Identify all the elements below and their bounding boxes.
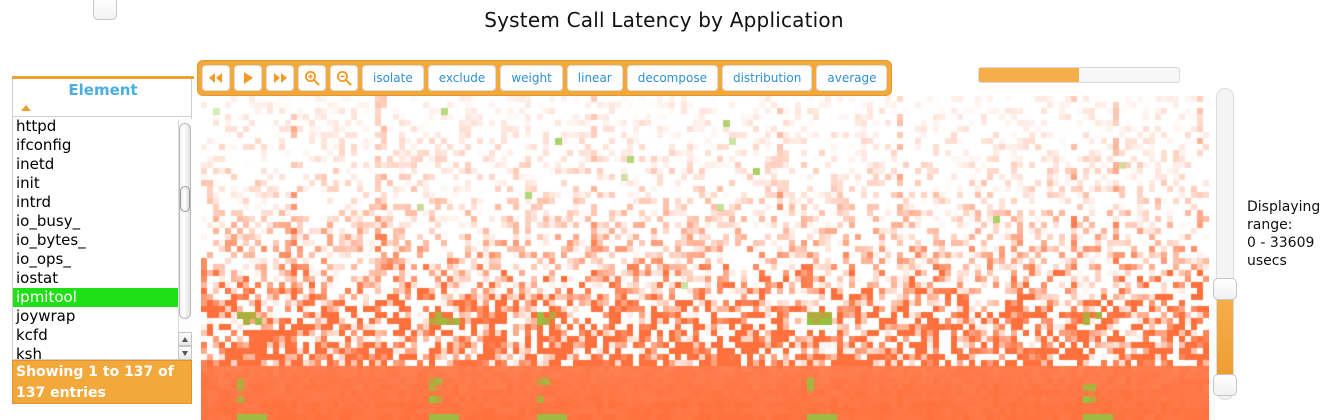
scroll-up-arrow-icon[interactable]: [178, 332, 192, 346]
linear-button[interactable]: linear: [566, 65, 623, 91]
average-button[interactable]: average: [816, 65, 888, 91]
panel-top-accent-line: [12, 76, 194, 79]
element-list-item[interactable]: init: [16, 174, 40, 192]
element-column-header-label: Element: [68, 81, 138, 99]
element-column-header[interactable]: Element: [12, 79, 192, 117]
range-readout-line-4: usecs: [1247, 253, 1287, 269]
time-range-slider-handle[interactable]: [93, 0, 117, 20]
element-list-item[interactable]: iostat: [16, 269, 59, 287]
time-range-slider-fill: [979, 68, 1079, 82]
latency-heatmap[interactable]: [201, 96, 1209, 420]
element-list-scrollbar-grip[interactable]: [180, 186, 190, 212]
element-list-scrollbar-thumb[interactable]: [179, 123, 191, 319]
weight-button[interactable]: weight: [500, 65, 563, 91]
latency-heatmap-canvas[interactable]: [201, 96, 1209, 420]
latency-range-slider-upper-handle[interactable]: [1213, 278, 1237, 300]
element-list-item[interactable]: io_busy_: [16, 212, 81, 230]
element-list-item[interactable]: io_ops_: [16, 250, 71, 268]
range-readout-line-2: range:: [1247, 217, 1293, 233]
element-list-item[interactable]: kcfd: [16, 326, 48, 344]
distribution-button[interactable]: distribution: [721, 65, 813, 91]
latency-range-slider-fill: [1217, 296, 1233, 392]
isolate-button[interactable]: isolate: [362, 65, 424, 91]
element-list-item[interactable]: intrd: [16, 193, 51, 211]
chart-toolbar: isolate exclude weight linear decompose …: [197, 60, 893, 96]
scroll-down-arrow-icon[interactable]: [178, 346, 192, 360]
fast-forward-icon[interactable]: [266, 65, 294, 91]
sort-ascending-triangle-icon[interactable]: [21, 105, 31, 111]
rewind-icon[interactable]: [202, 65, 230, 91]
element-list-item[interactable]: ipmitool: [13, 288, 191, 307]
exclude-button[interactable]: exclude: [427, 65, 497, 91]
element-list-item[interactable]: ksh: [16, 345, 43, 360]
zoom-out-icon[interactable]: [330, 65, 358, 91]
time-range-slider-track[interactable]: [978, 67, 1180, 83]
element-list-item[interactable]: inetd: [16, 155, 55, 173]
element-list-item[interactable]: httpd: [16, 117, 57, 135]
element-list-item[interactable]: ifconfig: [16, 136, 72, 154]
range-readout-line-3: 0 - 33609: [1247, 235, 1315, 251]
zoom-in-icon[interactable]: [298, 65, 326, 91]
element-list-item[interactable]: joywrap: [16, 307, 76, 325]
play-icon[interactable]: [234, 65, 262, 91]
decompose-button[interactable]: decompose: [626, 65, 718, 91]
page-title: System Call Latency by Application: [484, 8, 844, 32]
element-list-footer: Showing 1 to 137 of 137 entries: [12, 360, 192, 404]
displaying-range-readout: Displaying range: 0 - 33609 usecs: [1247, 198, 1328, 270]
range-readout-line-1: Displaying: [1247, 199, 1321, 215]
latency-range-slider-lower-handle[interactable]: [1213, 374, 1237, 396]
element-list-item[interactable]: io_bytes_: [16, 231, 86, 249]
